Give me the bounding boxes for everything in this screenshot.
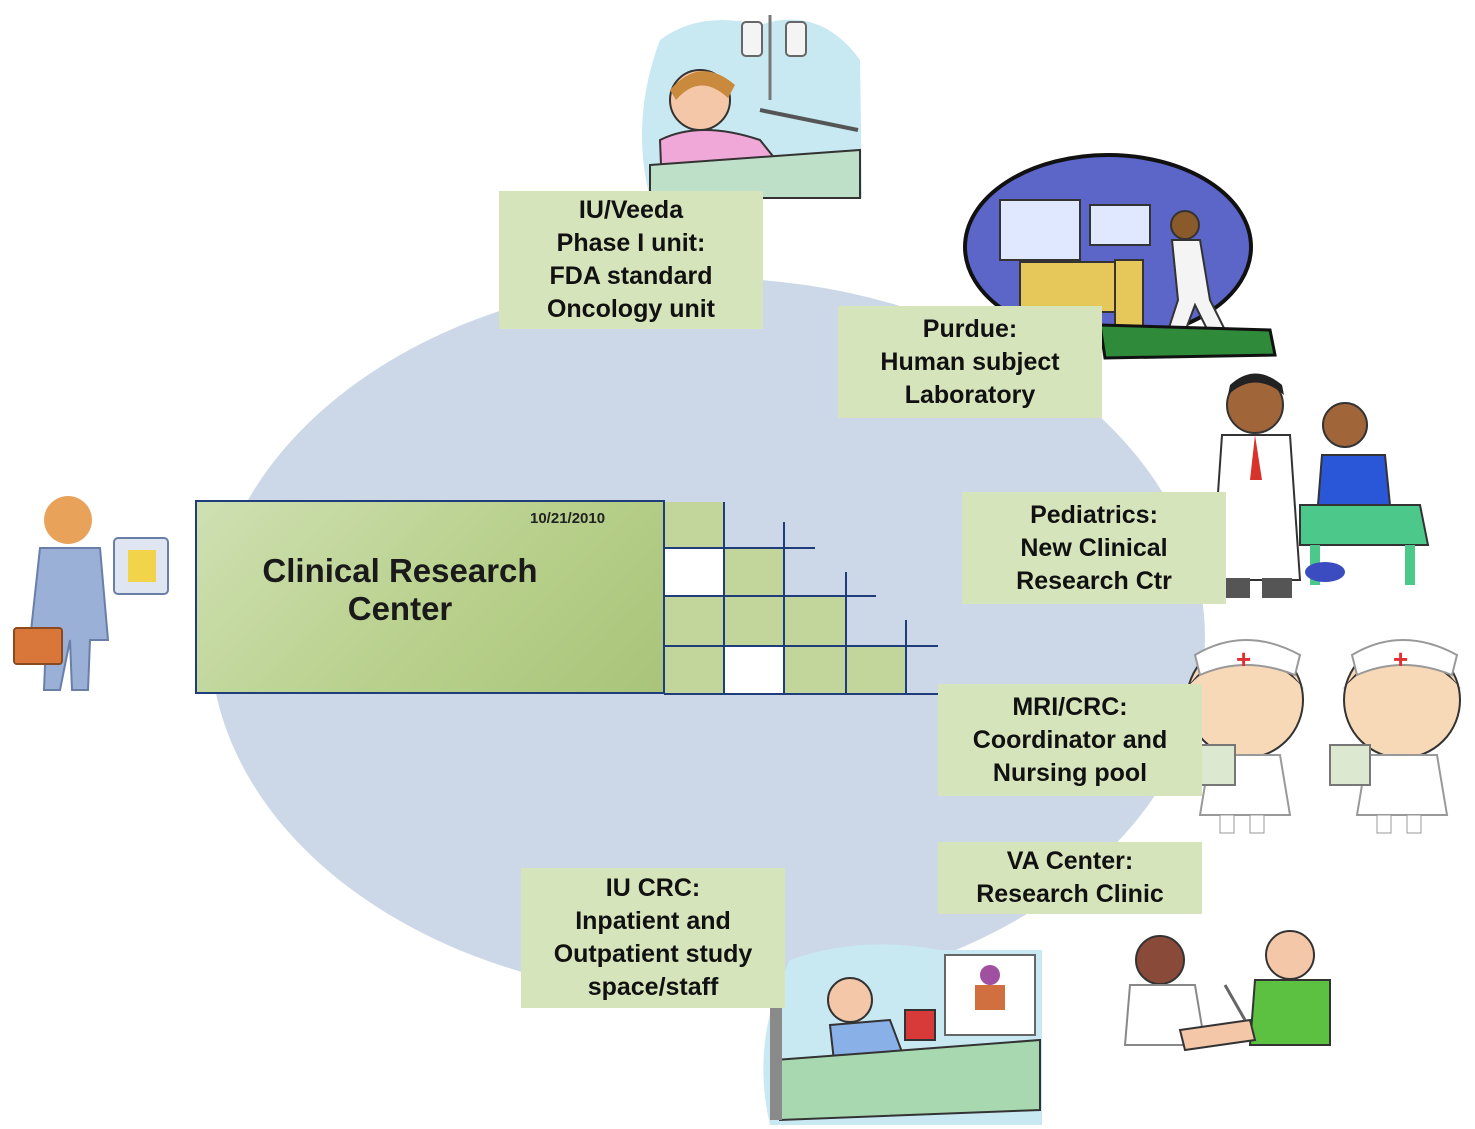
businessman-icon [13, 496, 169, 691]
clinical-research-center-box [195, 500, 665, 694]
node-va-center: VA Center: Research Clinic [938, 842, 1202, 914]
node-iu-crc: IU CRC: Inpatient and Outpatient study s… [521, 868, 785, 1008]
node-pediatrics: Pediatrics: New Clinical Research Ctr [962, 492, 1226, 604]
node-mri-crc: MRI/CRC: Coordinator and Nursing pool [938, 684, 1202, 796]
node-purdue: Purdue: Human subject Laboratory [838, 306, 1102, 418]
doctor-child-icon [1210, 373, 1430, 598]
center-date: 10/21/2010 [530, 510, 606, 527]
node-iu-veeda: IU/Veeda Phase I unit: FDA standard Onco… [499, 191, 763, 329]
hospital-bed-patient-icon [642, 15, 862, 199]
svg-text:+: + [1236, 644, 1251, 674]
treadmill-lab-icon [963, 153, 1277, 360]
svg-text:+: + [1393, 644, 1408, 674]
hospital-reading-patient-icon [763, 944, 1042, 1125]
center-title: Clinical Research Center [262, 552, 538, 627]
center-grid [203, 502, 938, 695]
blood-draw-icon [1123, 930, 1331, 1052]
nurses-icon: + + [1185, 639, 1462, 834]
